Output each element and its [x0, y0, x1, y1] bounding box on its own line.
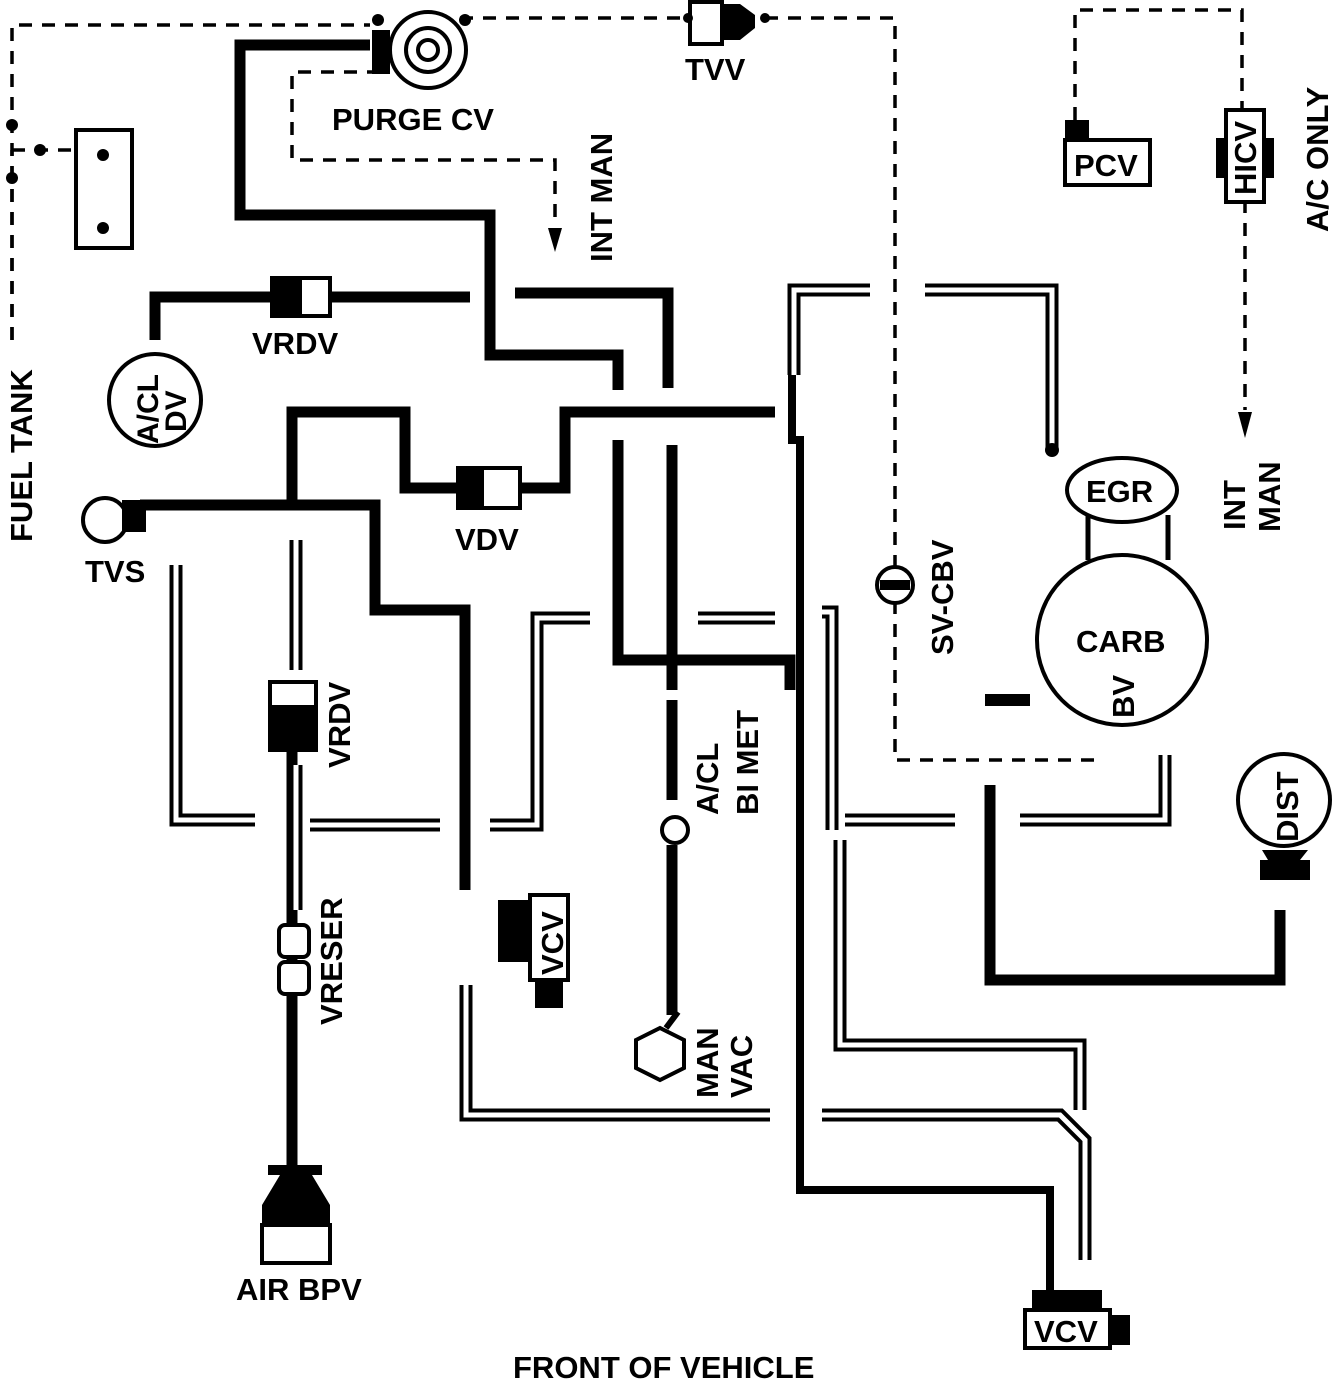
fuel-tank-bracket [6, 119, 134, 250]
vrdv-top-valve [270, 276, 332, 318]
dist-distributor [1236, 752, 1332, 880]
bv-label: BV [1106, 675, 1141, 718]
tvv-label: TVV [685, 52, 746, 87]
pcv-valve [1063, 120, 1152, 187]
labels: PURGE CV TVV INT MAN PCV HICV A/C ONLY F… [4, 52, 1335, 1385]
man-vac-label-line1: MAN [690, 1027, 725, 1098]
hollow-hoses [169, 283, 1172, 1260]
vreser-label: VRESER [314, 898, 349, 1025]
hicv-label: HICV [1228, 121, 1263, 195]
man-vac-label-line2: VAC [724, 1035, 759, 1098]
acl-dv-label-line2: DV [160, 390, 193, 432]
vcv-mid-label: VCV [535, 911, 570, 975]
acl-bimet-label-line2: BI MET [730, 710, 765, 815]
pcv-label: PCV [1074, 148, 1138, 183]
front-of-vehicle-title: FRONT OF VEHICLE [513, 1350, 814, 1382]
carb-label: CARB [1076, 624, 1166, 659]
vdv-right-hose [520, 406, 775, 494]
purge-cv-label: PURGE CV [332, 102, 494, 137]
tvv-valve [683, 0, 770, 46]
sv-cbv-valve [875, 565, 915, 605]
dist-label: DIST [1270, 771, 1305, 842]
vrdv-left-label: VRDV [322, 682, 357, 768]
hose-segment-top [515, 287, 674, 388]
hicv-valve [1216, 108, 1274, 204]
pcv-to-hicv-dashed-line [1073, 8, 1244, 120]
int-man-top-label: INT MAN [584, 133, 619, 262]
hollow-hose-tvs [169, 565, 255, 827]
vcv-mid-valve [498, 893, 570, 1008]
vrdv-left-valve [268, 680, 318, 752]
dashed-lines [10, 8, 1247, 762]
vdv-label: VDV [455, 522, 519, 557]
vdv-valve [456, 466, 522, 510]
vcv-bottom-label: VCV [1034, 1314, 1098, 1349]
acl-dv-motor [107, 352, 203, 448]
hollow-hose-mid [490, 611, 590, 832]
purge-cv-hose [234, 39, 624, 390]
egr-carb-assembly [985, 443, 1209, 727]
int-man-right-label-line2: MAN [1252, 461, 1287, 532]
int-man-right-arrow-icon [1238, 412, 1252, 438]
ac-only-label: A/C ONLY [1300, 86, 1335, 232]
hose-segment-mid [612, 440, 796, 690]
man-vac-fitting [634, 1010, 686, 1083]
main-vertical-hose [788, 285, 1054, 1300]
fuel-tank-label: FUEL TANK [4, 369, 39, 542]
acl-dv-hose [149, 291, 272, 340]
tvs-switch [81, 496, 146, 544]
hollow-hose-top [787, 283, 870, 375]
air-bpv-valve [260, 1165, 332, 1265]
acl-dv-label-line1: A/CL [132, 374, 165, 444]
vdv-left-hose [286, 406, 458, 505]
int-man-right-label-line1: INT [1217, 480, 1252, 530]
purge-cv-valve [372, 10, 471, 90]
hollow-hose-carb [1020, 755, 1172, 827]
purge-to-int-man-dashed-line [290, 70, 557, 225]
vcv-bottom-valve [1023, 1290, 1130, 1350]
acl-bimet-sensor [660, 815, 690, 845]
solid-hoses [140, 39, 1286, 1300]
tvs-to-vcv-hose [140, 499, 471, 890]
acl-bimet-label-line1: A/CL [690, 743, 725, 815]
sv-cbv-label: SV-CBV [925, 539, 960, 655]
dist-hose [984, 785, 1286, 986]
tvs-label: TVS [85, 554, 145, 589]
int-man-top-arrow-icon [548, 228, 562, 252]
vreser-reservoir [277, 923, 311, 996]
int-man-arrows [548, 228, 1252, 438]
tvv-to-bv-dashed-line [765, 16, 1095, 762]
hollow-hose-egr [925, 283, 1059, 450]
vrdv-top-label: VRDV [252, 326, 338, 361]
air-bpv-label: AIR BPV [236, 1272, 362, 1307]
egr-label: EGR [1086, 474, 1153, 509]
